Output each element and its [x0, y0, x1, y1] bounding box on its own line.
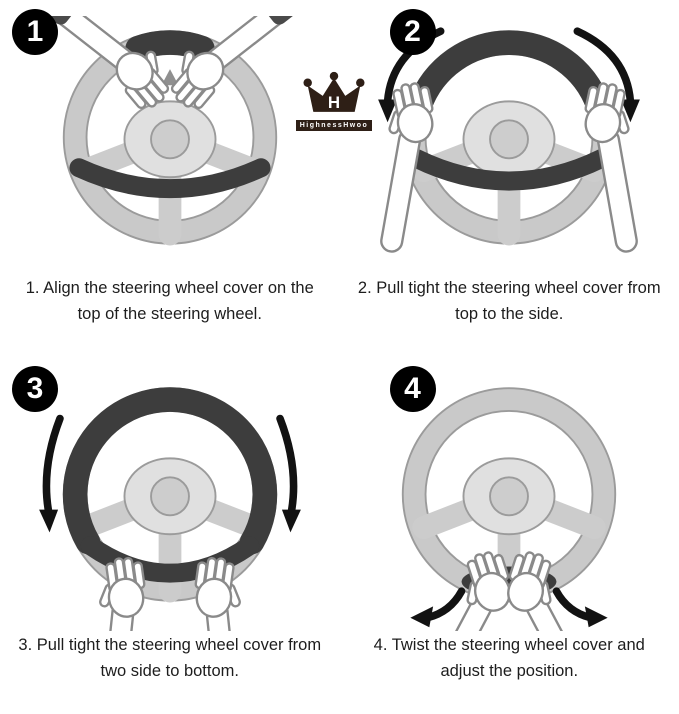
- brand-logo: H HighnessHwoo: [295, 70, 373, 131]
- step-number: 3: [26, 372, 44, 405]
- arm-right: [595, 126, 640, 255]
- wheel-illustration-step-1: [33, 16, 307, 274]
- panel-step-4: 4 4. Twist the steering wheel cover and: [340, 357, 679, 714]
- step-badge: 2: [389, 9, 436, 55]
- panel-step-1: 1 1. Align the steering wheel cover on t…: [0, 0, 340, 357]
- step-badge: 1: [12, 9, 58, 55]
- step-number: 2: [404, 15, 421, 48]
- step-caption: 3. Pull tight the steering wheel cover f…: [18, 636, 322, 680]
- pull-arrow-right-icon: [573, 27, 641, 123]
- cover-hanging-band: [80, 536, 259, 583]
- step-number: 1: [26, 15, 44, 48]
- cover-hanging-band: [69, 158, 271, 199]
- panel-step-3: 3 3. Pull tight the steering w: [0, 357, 340, 714]
- cover-arc: [125, 30, 215, 61]
- step-caption: 4. Twist the steering wheel cover and ad…: [373, 636, 645, 680]
- wheel-illustration-step-3: [38, 373, 301, 631]
- arm-left: [378, 126, 424, 255]
- pull-arrow-right-icon: [275, 414, 301, 533]
- panel-step-2: 2 2. Pull tight the steering w: [340, 0, 679, 357]
- step-badge: 3: [12, 366, 58, 412]
- cover-arc: [407, 30, 611, 118]
- align-up-arrow-icon: [161, 69, 179, 86]
- pull-arrow-left-icon: [38, 414, 64, 533]
- cover-hanging-band: [406, 148, 612, 191]
- cover-arc: [62, 387, 277, 555]
- step-caption: 2. Pull tight the steering wheel cover f…: [357, 279, 661, 323]
- crown-letter: H: [328, 93, 340, 112]
- wheel-illustration-step-2: [378, 16, 641, 274]
- crown-icon: H: [303, 71, 365, 112]
- twist-arrow-left-icon: [410, 587, 466, 628]
- brand-name: HighnessHwoo: [295, 120, 373, 131]
- twist-arrow-right-icon: [552, 587, 608, 628]
- step-number: 4: [404, 372, 421, 405]
- step-caption: 1. Align the steering wheel cover on the…: [25, 279, 314, 323]
- wheel-illustration-step-4: [359, 373, 659, 631]
- step-badge: 4: [389, 366, 436, 412]
- steering-wheel: [64, 31, 276, 243]
